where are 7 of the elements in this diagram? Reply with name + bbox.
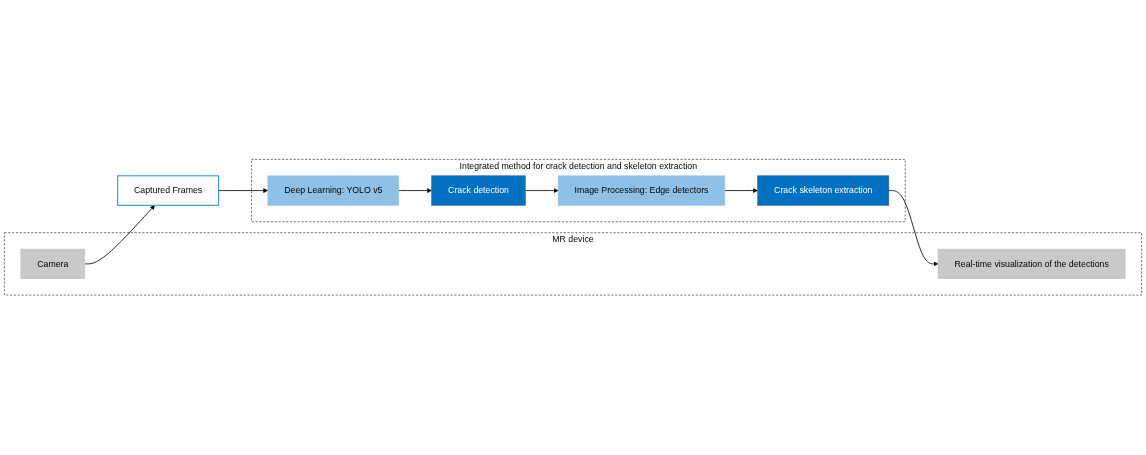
node-box: Camera	[20, 249, 86, 280]
node-box: Crack skeleton extraction	[757, 175, 890, 206]
node-box: Crack detection	[431, 175, 526, 206]
node-box: Deep Learning: YOLO v5	[267, 175, 400, 206]
node-box: Real-time visualization of the detections	[937, 249, 1126, 280]
node-box: Image Processing: Edge detectors	[557, 175, 726, 206]
node-box: Captured Frames	[117, 175, 220, 207]
